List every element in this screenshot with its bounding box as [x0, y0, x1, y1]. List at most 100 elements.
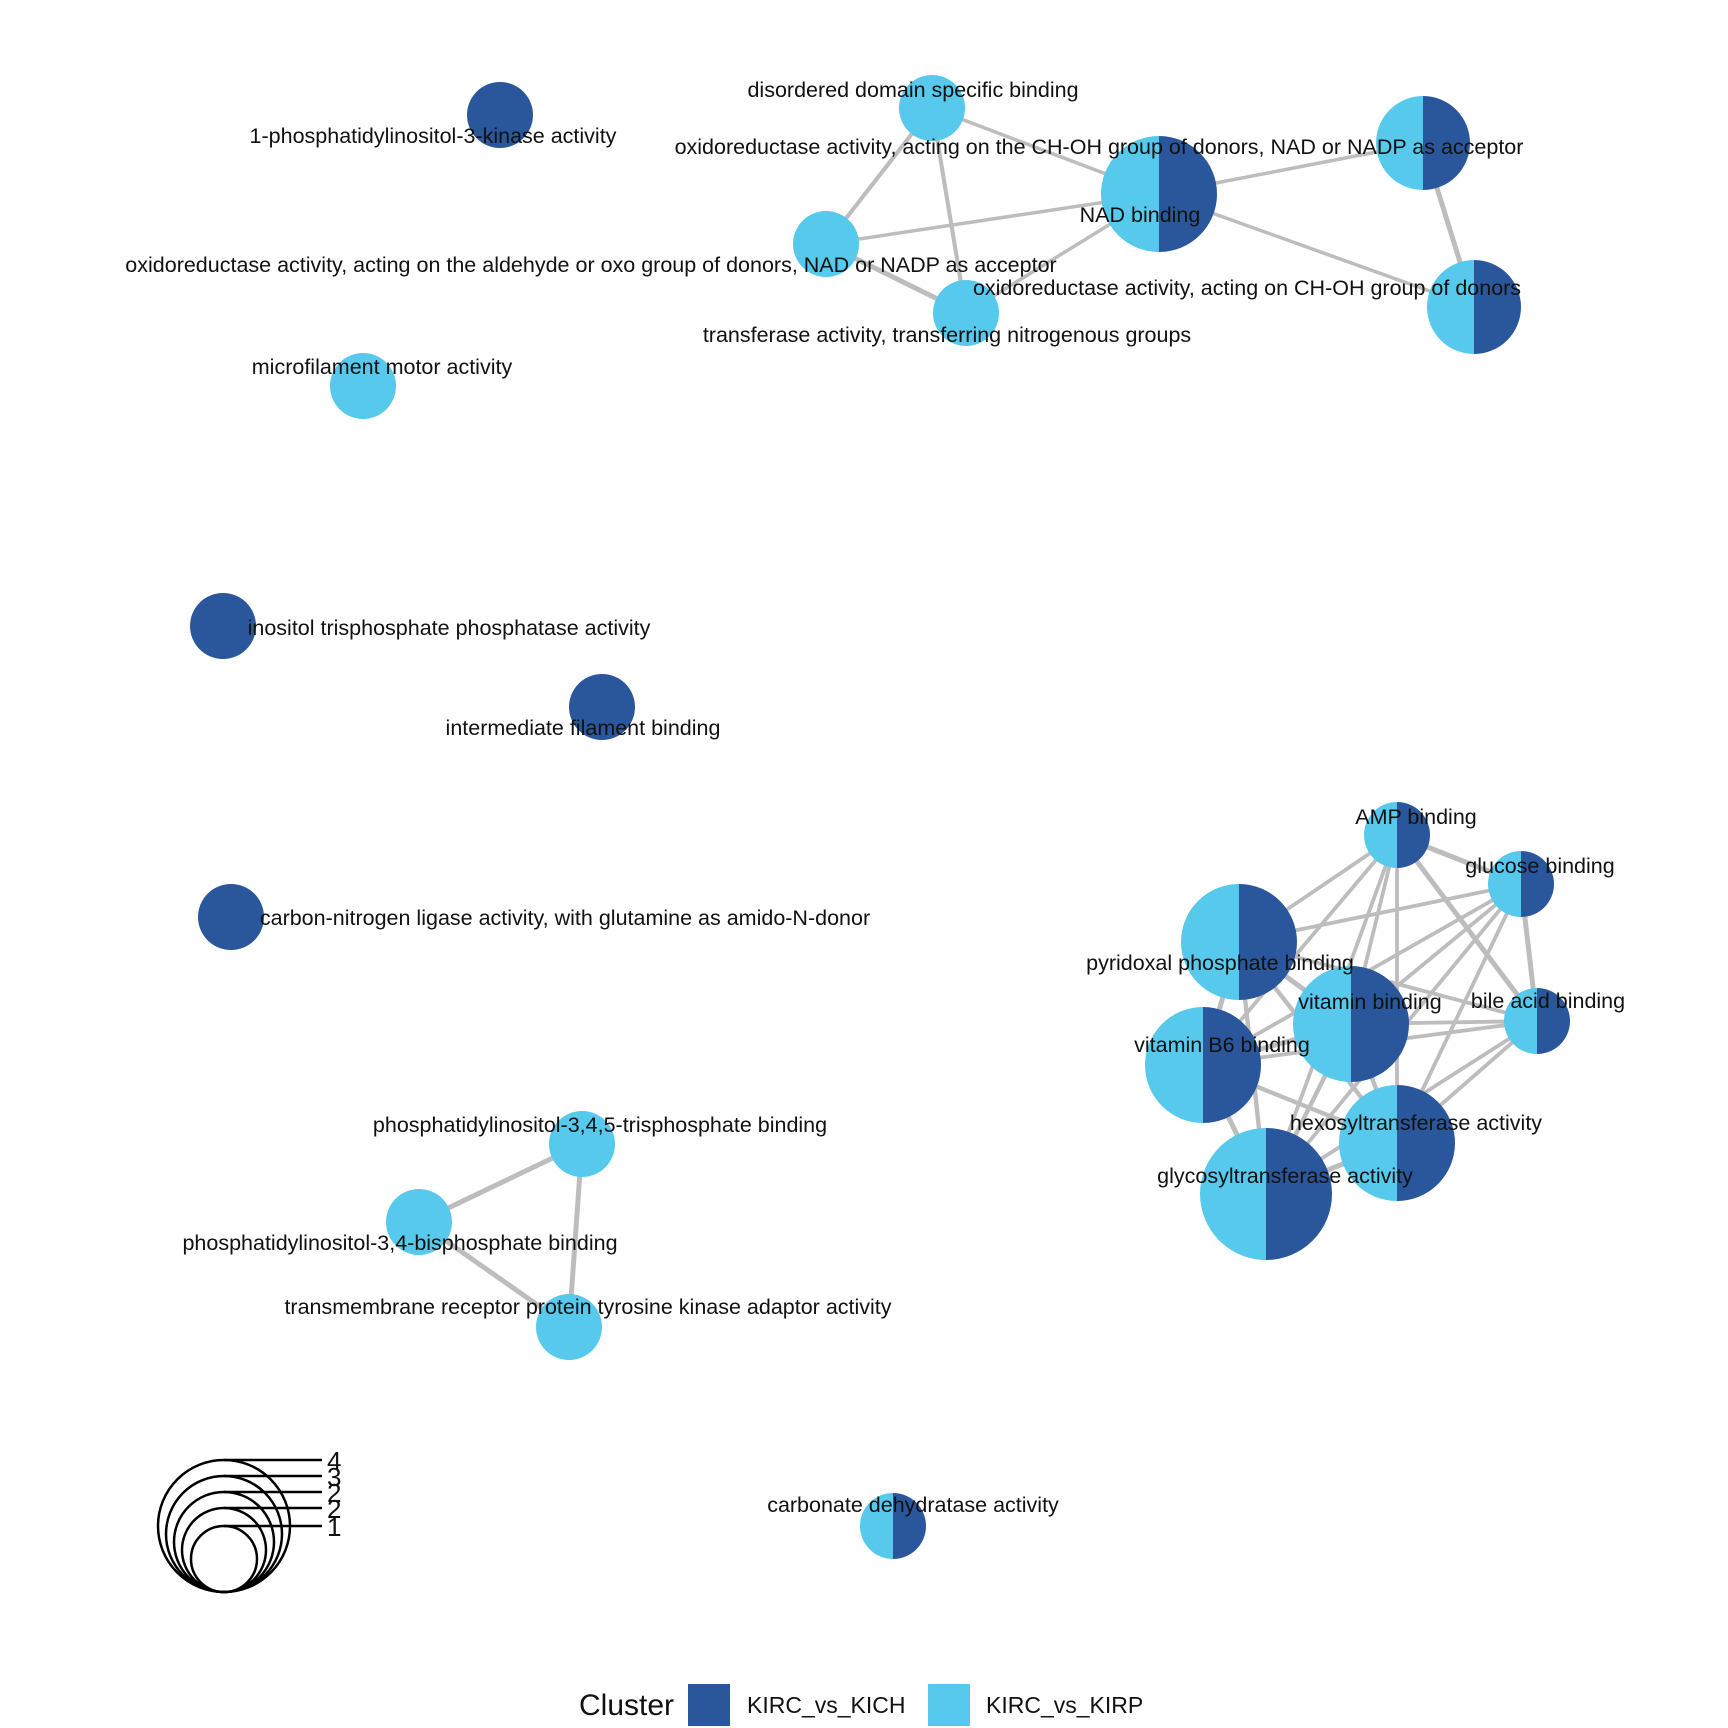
node-label-pip3: phosphatidylinositol-3,4,5-trisphosphate…: [373, 1113, 827, 1137]
node-vitb6-slice-kirp: [1145, 1007, 1203, 1123]
node-label-glycosyl: glycosyltransferase activity: [1157, 1164, 1413, 1188]
node-label-cn_ligase: carbon-nitrogen ligase activity, with gl…: [260, 906, 870, 930]
node-amp-slice-kich: [1397, 802, 1430, 868]
node-vitamin[interactable]: [1293, 966, 1409, 1082]
node-label-amp: AMP binding: [1355, 805, 1477, 829]
node-oxido_chohnad-slice-kirp: [1376, 96, 1423, 190]
node-oxido_aldehyde[interactable]: [793, 211, 859, 277]
node-label-inositol: inositol trisphosphate phosphatase activ…: [248, 616, 651, 640]
node-bile[interactable]: [1504, 988, 1570, 1054]
node-carbonate-slice-kirp: [860, 1493, 893, 1559]
node-label-disordered: disordered domain specific binding: [747, 78, 1078, 102]
node-label-pyridoxal: pyridoxal phosphate binding: [1086, 951, 1354, 975]
node-label-tmrtk: transmembrane receptor protein tyrosine …: [284, 1295, 891, 1319]
node-glucose-slice-kich: [1521, 851, 1554, 917]
node-bile-slice-kich: [1537, 988, 1570, 1054]
node-label-carbonate: carbonate dehydratase activity: [767, 1493, 1059, 1517]
label-layer: 1-phosphatidylinositol-3-kinase activity…: [125, 78, 1625, 1517]
node-pip2[interactable]: [386, 1189, 452, 1255]
node-pip3[interactable]: [549, 1111, 615, 1177]
node-label-microfilament: microfilament motor activity: [252, 355, 513, 379]
node-hexosyl-slice-kich: [1397, 1085, 1455, 1201]
node-microfilament[interactable]: [330, 353, 396, 419]
node-glucose[interactable]: [1488, 851, 1554, 917]
node-label-oxido_aldehyde: oxidoreductase activity, acting on the a…: [125, 253, 1056, 277]
node-nad-slice-kich: [1159, 136, 1217, 252]
node-transferase_n-slice: [933, 280, 999, 346]
node-glycosyl[interactable]: [1200, 1128, 1332, 1260]
node-tmrtk[interactable]: [536, 1294, 602, 1360]
size-legend-label-1: 1: [327, 1512, 341, 1542]
node-label-vitamin: vitamin binding: [1298, 990, 1441, 1014]
node-hexosyl-slice-kirp: [1339, 1085, 1397, 1201]
node-vitamin-slice-kich: [1351, 966, 1409, 1082]
node-glucose-slice-kirp: [1488, 851, 1521, 917]
node-pyridoxal-slice-kirp: [1181, 884, 1239, 1000]
edge-disordered-transferase_n: [929, 107, 969, 314]
node-vitb6[interactable]: [1145, 1007, 1261, 1123]
node-vitamin-slice-kirp: [1293, 966, 1351, 1082]
legend-title: Cluster: [579, 1689, 674, 1722]
node-bile-slice-kirp: [1504, 988, 1537, 1054]
node-intermediate[interactable]: [569, 674, 635, 740]
node-oxido_choh-slice-kirp: [1427, 260, 1474, 354]
node-nad-slice-kirp: [1101, 136, 1159, 252]
size-legend-circle-2: [180, 1506, 268, 1594]
cluster-legend: Cluster KIRC_vs_KICH KIRC_vs_KIRP: [579, 1684, 1143, 1726]
node-hexosyl[interactable]: [1339, 1085, 1455, 1201]
node-label-hexosyl: hexosyltransferase activity: [1290, 1111, 1542, 1135]
node-glycosyl-slice-kich: [1266, 1128, 1332, 1260]
node-pyridoxal-slice-kich: [1239, 884, 1297, 1000]
node-oxido_choh-slice-kich: [1474, 260, 1521, 354]
legend-label-kirp: KIRC_vs_KIRP: [986, 1692, 1143, 1718]
node-carbonate[interactable]: [860, 1493, 926, 1559]
node-pip3-slice: [549, 1111, 615, 1177]
legend-swatch-kich: [688, 1684, 730, 1726]
size-legend-circle-1: [189, 1524, 259, 1594]
size-legend-label-3: 2: [327, 1478, 341, 1508]
node-label-oxido_choh: oxidoreductase activity, acting on CH-OH…: [973, 276, 1521, 300]
node-oxido_choh[interactable]: [1427, 260, 1521, 354]
node-oxido_aldehyde-slice: [793, 211, 859, 277]
node-pi3k[interactable]: [467, 82, 533, 148]
node-label-pip2: phosphatidylinositol-3,4-bisphosphate bi…: [182, 1231, 617, 1255]
node-nad[interactable]: [1101, 136, 1217, 252]
node-label-pi3k: 1-phosphatidylinositol-3-kinase activity: [250, 124, 617, 148]
node-cn_ligase-slice: [198, 884, 264, 950]
node-pyridoxal[interactable]: [1181, 884, 1297, 1000]
node-amp-slice-kirp: [1364, 802, 1397, 868]
node-tmrtk-slice: [536, 1294, 602, 1360]
node-disordered-slice: [899, 75, 965, 141]
node-oxido_chohnad[interactable]: [1376, 96, 1470, 190]
node-disordered[interactable]: [899, 75, 965, 141]
legend-label-kich: KIRC_vs_KICH: [747, 1692, 905, 1718]
node-label-transferase_n: transferase activity, transferring nitro…: [703, 323, 1191, 347]
node-pi3k-slice: [467, 82, 533, 148]
node-oxido_chohnad-slice-kich: [1423, 96, 1470, 190]
node-inositol-slice: [190, 593, 256, 659]
size-legend-circles: [156, 1458, 322, 1594]
node-label-nad: NAD binding: [1080, 203, 1201, 227]
node-label-intermediate: intermediate filament binding: [446, 716, 721, 740]
node-pip2-slice: [386, 1189, 452, 1255]
node-label-glucose: glucose binding: [1465, 854, 1614, 878]
node-amp[interactable]: [1364, 802, 1430, 868]
node-intermediate-slice: [569, 674, 635, 740]
size-legend: 1 2 2 3 4: [156, 1446, 341, 1594]
size-legend-circle-4: [164, 1474, 284, 1594]
node-microfilament-slice: [330, 353, 396, 419]
node-label-oxido_chohnad: oxidoreductase activity, acting on the C…: [675, 135, 1524, 159]
node-cn_ligase[interactable]: [198, 884, 264, 950]
node-label-bile: bile acid binding: [1471, 989, 1625, 1013]
size-legend-label-2: 2: [327, 1494, 341, 1524]
node-inositol[interactable]: [190, 593, 256, 659]
size-legend-label-5: 4: [327, 1446, 341, 1476]
node-carbonate-slice-kich: [893, 1493, 926, 1559]
legend-swatch-kirp: [928, 1684, 970, 1726]
node-layer: [190, 75, 1570, 1559]
node-transferase_n[interactable]: [933, 280, 999, 346]
node-label-vitb6: vitamin B6 binding: [1134, 1033, 1310, 1057]
size-legend-label-4: 3: [327, 1462, 341, 1492]
node-glycosyl-slice-kirp: [1200, 1128, 1266, 1260]
